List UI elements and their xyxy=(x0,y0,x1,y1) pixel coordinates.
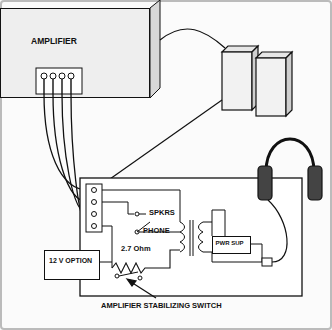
resistor-symbol xyxy=(112,250,180,273)
resistor-value: 2.7 Ohm xyxy=(120,245,152,253)
switch-position-label: SPKRS xyxy=(148,209,176,217)
headphones xyxy=(258,139,322,262)
option-box: 12 V OPTION xyxy=(44,250,100,280)
terminal-strip xyxy=(86,184,102,232)
power-supply-box: PWR SUP xyxy=(212,236,251,254)
amplifier-box: AMPLIFIER xyxy=(0,8,150,98)
node-text: 12 V OPTION xyxy=(49,257,95,265)
leader-arrow xyxy=(127,279,156,298)
switch-label: AMPLIFIER STABILIZING SWITCH xyxy=(100,302,223,310)
speakers xyxy=(222,46,292,116)
switch-position-label: PHONE xyxy=(142,227,171,235)
internal-wiring xyxy=(102,190,180,280)
amplifier-drawing xyxy=(0,0,160,98)
transformer-symbol xyxy=(180,210,262,262)
node-text: PWR SUP xyxy=(216,240,247,247)
phone-jack xyxy=(262,258,272,266)
speaker-cables xyxy=(100,29,225,186)
node-text: AMPLIFIER xyxy=(31,37,119,47)
